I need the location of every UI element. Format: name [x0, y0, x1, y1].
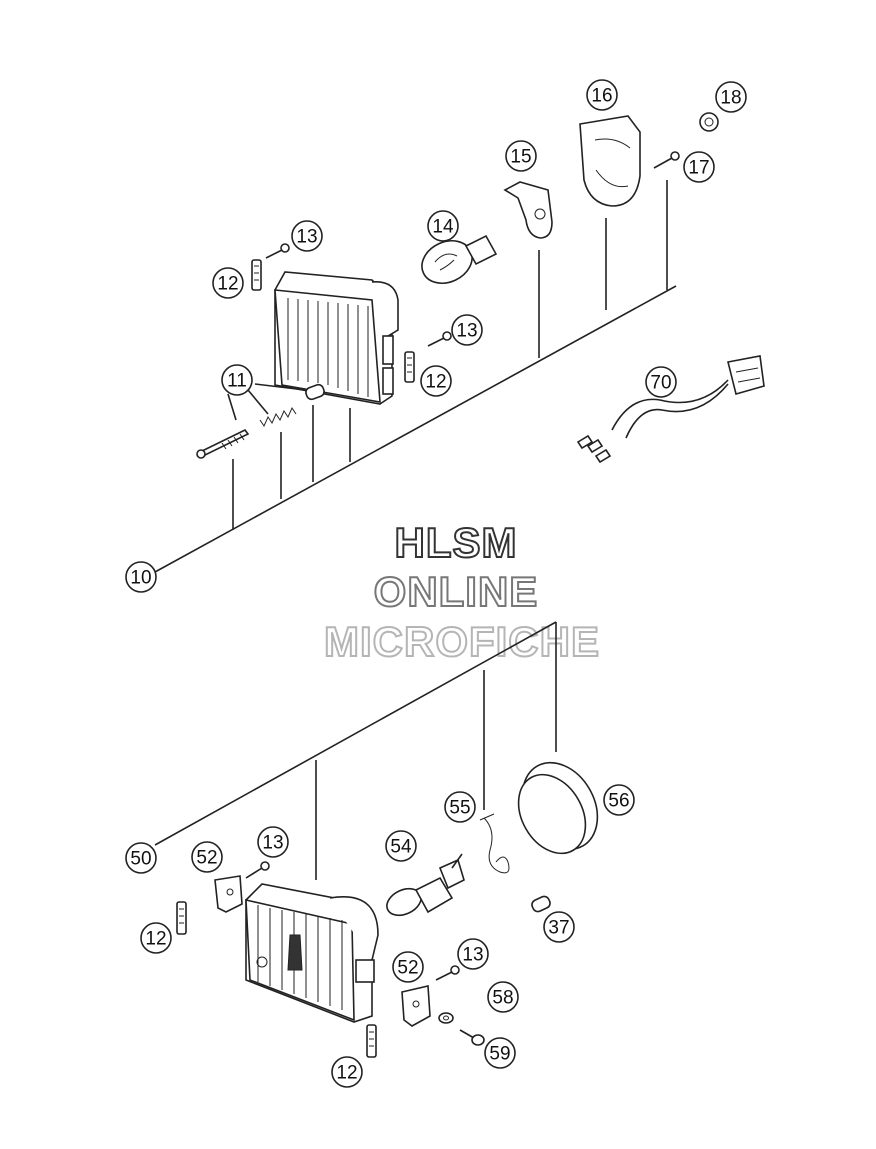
bracket-15 [503, 181, 553, 239]
callout-12-upper-right: 12 [420, 365, 452, 397]
svg-text:13: 13 [462, 945, 483, 966]
wiring-harness-70 [576, 355, 765, 464]
svg-text:13: 13 [456, 321, 477, 342]
screw-13-upper-left [265, 243, 290, 259]
callout-10: 10 [125, 561, 157, 593]
svg-text:13: 13 [262, 833, 283, 854]
socket-cover-16 [579, 115, 641, 207]
svg-text:37: 37 [548, 918, 569, 939]
callout-18: 18 [715, 81, 747, 113]
svg-text:55: 55 [449, 798, 470, 819]
svg-text:12: 12 [425, 372, 446, 393]
callout-14: 14 [427, 210, 459, 242]
spring-clip-55 [479, 813, 510, 874]
callout-55: 55 [444, 791, 476, 823]
callout-13-lower-right: 13 [457, 938, 489, 970]
screw-13-upper-right [427, 331, 452, 347]
screw-13-lower-right [435, 965, 460, 981]
svg-text:70: 70 [650, 373, 671, 394]
watermark: HLSM ONLINE MICROFICHE [323, 518, 600, 666]
svg-text:54: 54 [390, 837, 412, 858]
svg-text:50: 50 [130, 849, 151, 870]
adjuster-nut-11 [305, 383, 325, 401]
callout-37: 37 [543, 911, 575, 943]
bracket-52-left [214, 875, 243, 913]
svg-text:17: 17 [688, 158, 709, 179]
svg-text:16: 16 [591, 86, 612, 107]
svg-text:13: 13 [296, 227, 317, 248]
clip-12-upper-left [251, 259, 262, 291]
svg-text:12: 12 [217, 274, 238, 295]
callout-12-lower-left: 12 [140, 922, 172, 954]
svg-text:10: 10 [130, 568, 151, 589]
clip-12-lower-left [176, 901, 187, 935]
callout-11: 11 [221, 364, 253, 396]
svg-text:56: 56 [608, 791, 629, 812]
svg-text:12: 12 [145, 929, 166, 950]
headlight-unit-lower [245, 883, 379, 1023]
adjuster-spring-11 [259, 406, 297, 428]
svg-text:52: 52 [397, 958, 418, 979]
callout-15: 15 [505, 140, 537, 172]
assembly-50-leader-lines [154, 621, 557, 880]
callout-52-left: 52 [191, 841, 223, 873]
callout-13-lower-left: 13 [257, 826, 289, 858]
headlight-rim-56 [517, 761, 599, 855]
watermark-line-1: HLSM [395, 519, 518, 566]
svg-text:58: 58 [492, 988, 513, 1009]
callout-13-upper-right: 13 [451, 314, 483, 346]
svg-text:14: 14 [432, 217, 454, 238]
callout-16: 16 [586, 79, 618, 111]
clip-12-lower-right [366, 1024, 377, 1058]
callout-58: 58 [487, 981, 519, 1013]
halogen-bulb-54 [386, 853, 465, 917]
watermark-line-2: ONLINE [374, 568, 539, 615]
callout-70: 70 [645, 366, 677, 398]
svg-text:18: 18 [720, 88, 741, 109]
svg-text:12: 12 [336, 1063, 357, 1084]
callout-50: 50 [125, 842, 157, 874]
svg-text:15: 15 [510, 147, 531, 168]
callout-12-upper-left: 12 [212, 267, 244, 299]
screw-13-lower-left [245, 861, 270, 879]
callout-56: 56 [603, 784, 635, 816]
callout-12-lower-right: 12 [331, 1056, 363, 1088]
bracket-52-right [401, 985, 431, 1027]
callout-17: 17 [683, 151, 715, 183]
bulb-14 [421, 234, 498, 284]
position-bulb-37 [531, 895, 551, 913]
svg-text:52: 52 [196, 848, 217, 869]
screw-17 [653, 151, 680, 169]
watermark-line-3: MICROFICHE [324, 618, 600, 665]
headlight-unit-upper [274, 271, 399, 405]
grommet-18 [699, 112, 719, 132]
assembly-10-leader-lines [154, 180, 677, 573]
callout-54: 54 [385, 830, 417, 862]
bolt-59 [459, 1029, 485, 1046]
adjuster-screw-11 [196, 428, 250, 459]
svg-text:59: 59 [489, 1044, 510, 1065]
svg-text:11: 11 [227, 371, 247, 392]
callout-13-upper-left: 13 [291, 220, 323, 252]
callout-59: 59 [484, 1037, 516, 1069]
washer-58 [438, 1012, 454, 1024]
callout-52-right: 52 [392, 951, 424, 983]
clip-12-upper-right [404, 351, 415, 383]
